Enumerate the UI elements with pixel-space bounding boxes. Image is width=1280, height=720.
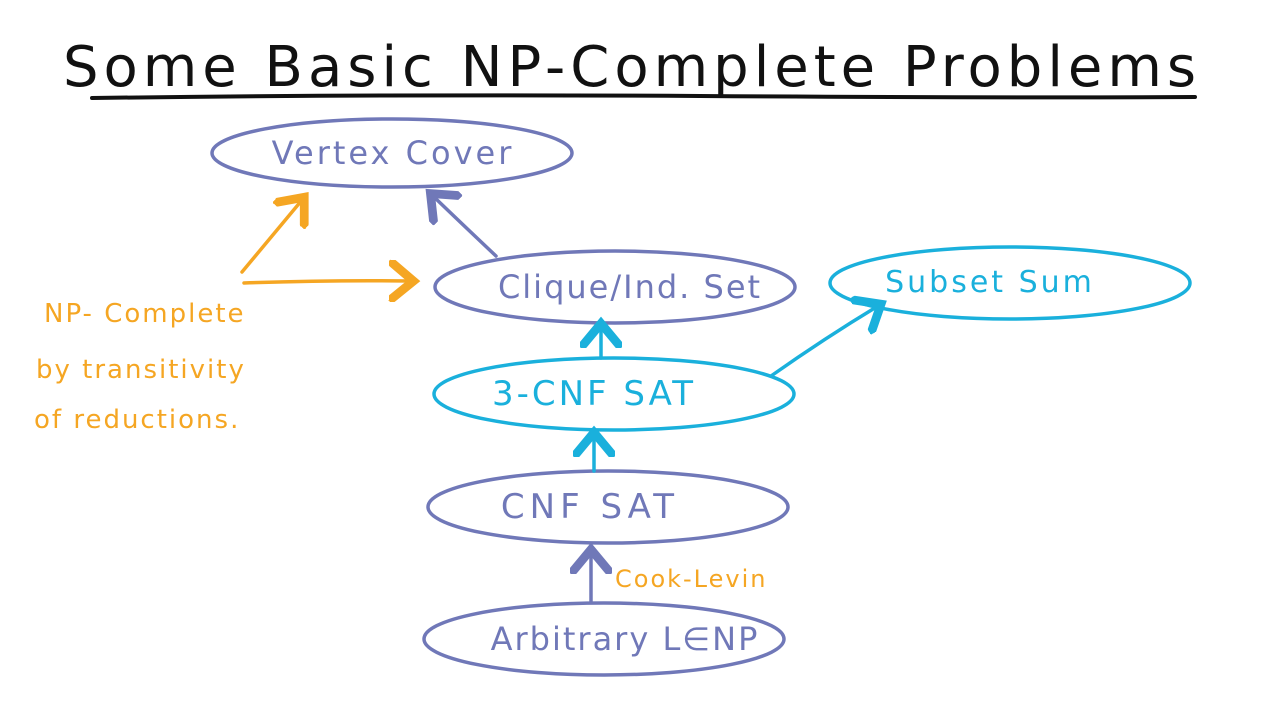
- transitivity-line-3: of reductions.: [34, 405, 240, 435]
- cnf-sat-label: CNF SAT: [501, 487, 679, 527]
- cook-levin-label: Cook-Levin: [615, 565, 767, 593]
- arbitrary-np-label: Arbitrary L∈NP: [491, 620, 760, 658]
- three-cnf-sat-label: 3-CNF SAT: [492, 374, 696, 414]
- clique-label: Clique/Ind. Set: [498, 268, 762, 306]
- title-underline: [90, 93, 1197, 100]
- subset-sum-node: [828, 245, 1192, 321]
- arbitrary-np-node: [422, 601, 786, 677]
- arrow-transitivity-to-vertex-cover: [240, 200, 302, 274]
- arrow-clique-to-vertex-cover: [433, 196, 498, 258]
- arrow-three-cnf-to-subset-sum: [769, 306, 878, 378]
- arrow-transitivity-to-clique: [242, 281, 410, 283]
- subset-sum-label: Subset Sum: [885, 265, 1095, 300]
- page-title: Some Basic NP-Complete Problems: [63, 35, 1201, 100]
- vertex-cover-node: [210, 117, 574, 189]
- transitivity-line-1: NP- Complete: [44, 299, 246, 329]
- transitivity-line-2: by transitivity: [36, 355, 246, 385]
- vertex-cover-label: Vertex Cover: [272, 134, 515, 172]
